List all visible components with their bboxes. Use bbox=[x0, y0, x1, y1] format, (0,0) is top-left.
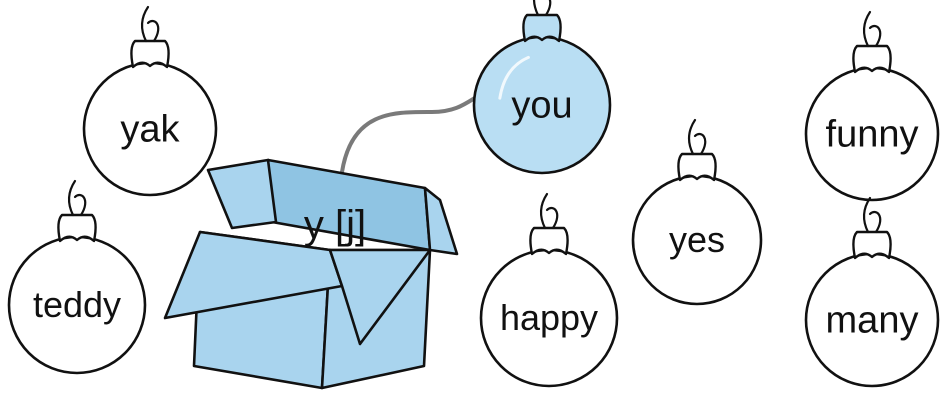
ornament-word: happy bbox=[500, 297, 598, 338]
ornament-yes: yes bbox=[631, 118, 763, 306]
ornament-cap bbox=[529, 226, 569, 256]
ornament-cap bbox=[677, 152, 717, 182]
ornament-many: many bbox=[804, 196, 940, 388]
box-back-flap bbox=[206, 158, 278, 230]
box-front-flap bbox=[328, 248, 432, 346]
ornament-teddy: teddy bbox=[7, 179, 147, 375]
ornament-word: yak bbox=[120, 109, 180, 151]
ornament-loop bbox=[533, 0, 552, 17]
ornament-loop bbox=[539, 192, 559, 230]
connector-string bbox=[340, 94, 480, 174]
ornament-cap bbox=[130, 39, 170, 69]
sound-box: y [j] bbox=[163, 158, 459, 390]
box-right-flap bbox=[423, 186, 459, 256]
ornament-loop bbox=[862, 196, 882, 234]
box-label: y [j] bbox=[304, 203, 366, 247]
ornament-happy: happy bbox=[479, 192, 619, 388]
ornament-group: yak teddy you happy yes funny many bbox=[7, 0, 940, 388]
ornament-word: yes bbox=[669, 219, 725, 260]
ornament-loop bbox=[862, 10, 882, 48]
ornament-shine bbox=[498, 55, 530, 100]
ornament-word: funny bbox=[826, 114, 919, 156]
ornament-funny: funny bbox=[804, 10, 940, 202]
ornament-yak: yak bbox=[82, 5, 218, 197]
ornament-word: teddy bbox=[33, 284, 121, 325]
ornament-cap bbox=[852, 230, 892, 260]
ornament-loop bbox=[67, 179, 87, 217]
ornament-word: you bbox=[511, 85, 572, 127]
ornament-loop bbox=[140, 5, 160, 43]
ornament-cap bbox=[852, 44, 892, 74]
ornament-cap bbox=[522, 13, 562, 43]
ornament-cap bbox=[57, 213, 97, 243]
ornament-word: many bbox=[826, 300, 919, 342]
ornament-you: you bbox=[472, 0, 612, 175]
ornament-loop bbox=[687, 118, 707, 156]
